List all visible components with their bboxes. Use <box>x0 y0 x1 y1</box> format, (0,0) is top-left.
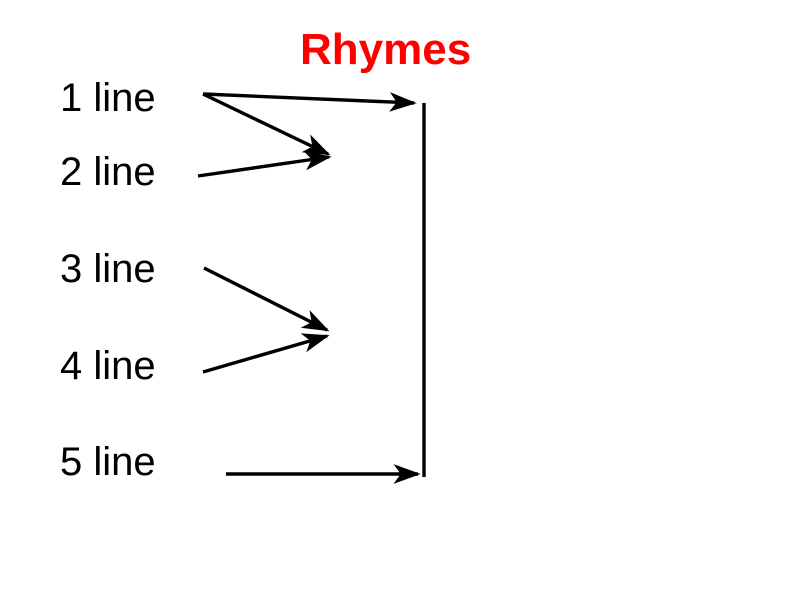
arrow-2-to-merge-a <box>197 150 332 178</box>
label-line-5: 5 line <box>60 440 156 484</box>
arrow-4-to-merge-b <box>202 333 330 374</box>
label-line-3: 3 line <box>60 247 156 291</box>
arrow-3-to-merge-b <box>203 266 330 332</box>
page-title: Rhymes <box>300 25 472 74</box>
label-line-1: 1 line <box>60 76 156 120</box>
arrow-1-to-merge-a <box>202 92 331 156</box>
label-line-4: 4 line <box>60 344 156 388</box>
label-line-2: 2 line <box>60 150 156 194</box>
arrow-1-to-spine <box>202 92 417 112</box>
